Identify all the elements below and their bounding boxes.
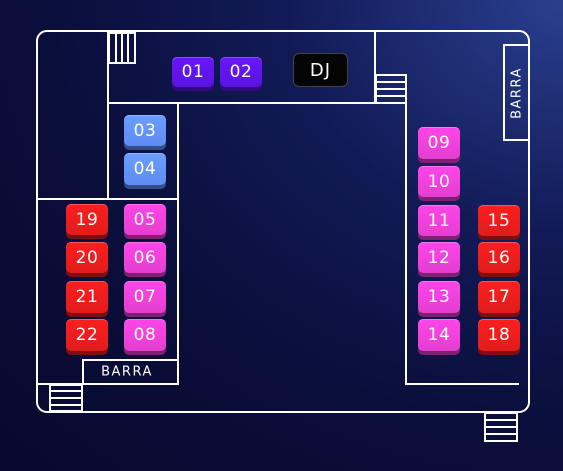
table-15[interactable]: 15 xyxy=(478,205,520,236)
table-02[interactable]: 02 xyxy=(220,57,262,87)
table-07[interactable]: 07 xyxy=(124,281,166,313)
stairs-icon xyxy=(108,32,136,64)
table-03[interactable]: 03 xyxy=(124,115,166,146)
table-21[interactable]: 21 xyxy=(66,281,108,313)
table-18[interactable]: 18 xyxy=(478,319,520,351)
table-08[interactable]: 08 xyxy=(124,319,166,351)
bar-bottom-outline xyxy=(82,359,179,385)
dj-booth: DJ xyxy=(293,53,348,87)
table-04[interactable]: 04 xyxy=(124,153,166,185)
top-platform-outline xyxy=(107,32,376,104)
bar-right-outline xyxy=(503,44,530,141)
table-14[interactable]: 14 xyxy=(418,319,460,351)
venue-outline xyxy=(36,30,530,413)
right-section-outline xyxy=(405,103,519,385)
table-19[interactable]: 19 xyxy=(66,204,108,235)
table-16[interactable]: 16 xyxy=(478,242,520,273)
table-13[interactable]: 13 xyxy=(418,281,460,313)
table-10[interactable]: 10 xyxy=(418,166,460,197)
table-20[interactable]: 20 xyxy=(66,242,108,273)
table-06[interactable]: 06 xyxy=(124,242,166,273)
table-11[interactable]: 11 xyxy=(418,205,460,236)
table-12[interactable]: 12 xyxy=(418,242,460,273)
table-09[interactable]: 09 xyxy=(418,127,460,159)
bar-right-label: BARRA xyxy=(509,67,525,119)
table-17[interactable]: 17 xyxy=(478,281,520,313)
table-01[interactable]: 01 xyxy=(172,57,214,87)
bar-bottom-label: BARRA xyxy=(101,364,153,380)
stairs-icon xyxy=(49,384,83,412)
table-22[interactable]: 22 xyxy=(66,319,108,351)
stairs-icon xyxy=(484,412,518,442)
stairs-icon xyxy=(375,74,407,104)
table-05[interactable]: 05 xyxy=(124,204,166,235)
